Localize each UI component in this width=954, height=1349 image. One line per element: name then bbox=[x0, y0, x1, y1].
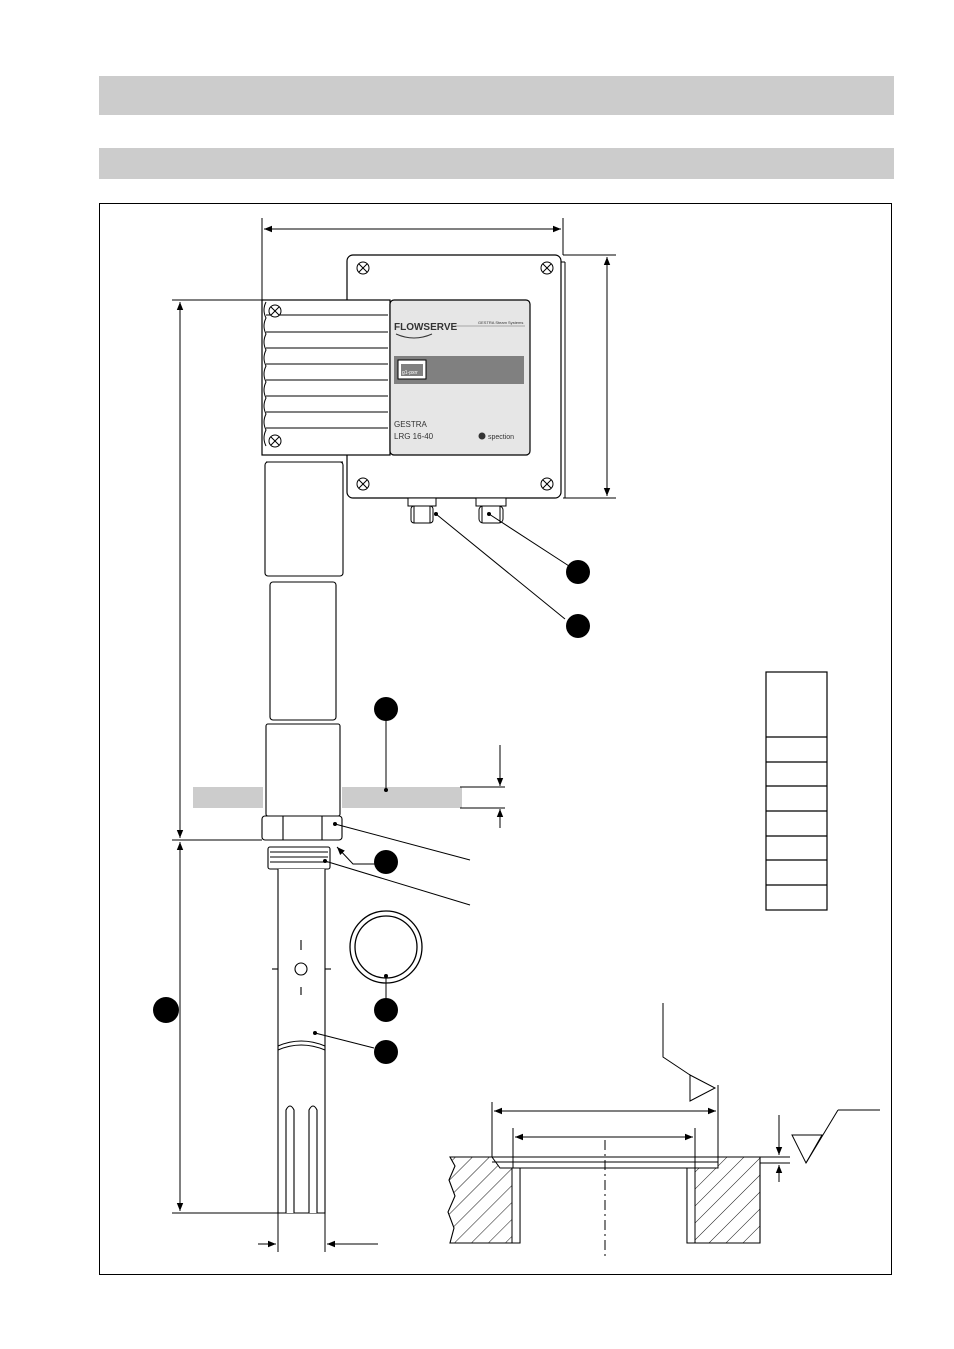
cable-gland-right bbox=[475, 497, 507, 524]
leader-dots bbox=[313, 512, 491, 1035]
dimension-width-top bbox=[261, 218, 564, 300]
hex-nut bbox=[261, 815, 343, 870]
header-bar-secondary bbox=[99, 148, 894, 179]
callout-marker bbox=[374, 850, 398, 874]
probe-lower-tube bbox=[272, 869, 331, 1214]
mounting-band-left bbox=[193, 787, 263, 808]
dimension-height-housing bbox=[563, 254, 616, 499]
leader-lines bbox=[314, 513, 570, 1049]
tag-text: g1-pxrr bbox=[402, 370, 418, 376]
sub-brand-icon bbox=[478, 432, 486, 440]
dimension-band-thickness bbox=[460, 745, 505, 828]
callout-marker bbox=[374, 1040, 398, 1064]
front-panel: FLOWSERVE GESTRA Steam Systems g1-pxrr G… bbox=[389, 299, 531, 456]
cable-gland-left bbox=[407, 497, 437, 524]
callout-marker bbox=[374, 697, 398, 721]
drawing-frame bbox=[99, 203, 892, 1275]
brand-logo: FLOWSERVE bbox=[394, 322, 457, 333]
dimension-length-upper bbox=[172, 299, 262, 841]
callout-markers bbox=[153, 560, 808, 1064]
callout-marker bbox=[566, 560, 590, 584]
seal-ring bbox=[349, 910, 423, 984]
sub-brand-text: spection bbox=[488, 434, 514, 441]
product-line-text: GESTRA Steam Systems bbox=[478, 320, 523, 325]
maker-text: GESTRA bbox=[394, 420, 428, 429]
dimension-length-lower bbox=[172, 842, 278, 1214]
dimension-diameter bbox=[258, 1213, 378, 1252]
screw-icon bbox=[540, 477, 554, 491]
finned-head bbox=[261, 299, 391, 463]
screw-icon bbox=[356, 261, 370, 275]
mounting-band-right bbox=[342, 787, 462, 808]
callout-marker bbox=[153, 997, 179, 1023]
probe-upper-tube bbox=[264, 461, 344, 817]
screw-icon bbox=[356, 477, 370, 491]
screw-icon bbox=[540, 261, 554, 275]
callout-marker bbox=[374, 998, 398, 1022]
model-text: LRG 16-40 bbox=[394, 432, 434, 441]
header-bar-primary bbox=[99, 76, 894, 115]
section-detail bbox=[447, 1003, 880, 1260]
callout-marker bbox=[566, 614, 590, 638]
reference-table bbox=[765, 671, 828, 911]
